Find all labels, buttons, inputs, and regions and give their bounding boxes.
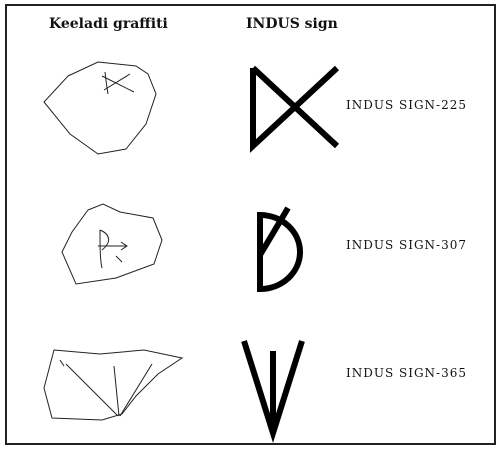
- indus-sign-225-glyph: [245, 64, 345, 154]
- graffiti-sketch-1: [38, 54, 168, 164]
- indus-sign-225-label: INDUS SIGN-225: [346, 98, 467, 112]
- indus-sign-365-glyph: [240, 337, 310, 437]
- header-keeladi-graffiti: Keeladi graffiti: [49, 16, 168, 32]
- graffiti-sketch-3: [40, 344, 190, 429]
- indus-sign-307-glyph: [252, 205, 312, 295]
- header-indus-sign: INDUS sign: [246, 16, 338, 32]
- indus-sign-307-label: INDUS SIGN-307: [346, 238, 467, 252]
- graffiti-sketch-2: [58, 202, 168, 287]
- indus-sign-365-label: INDUS SIGN-365: [346, 366, 467, 380]
